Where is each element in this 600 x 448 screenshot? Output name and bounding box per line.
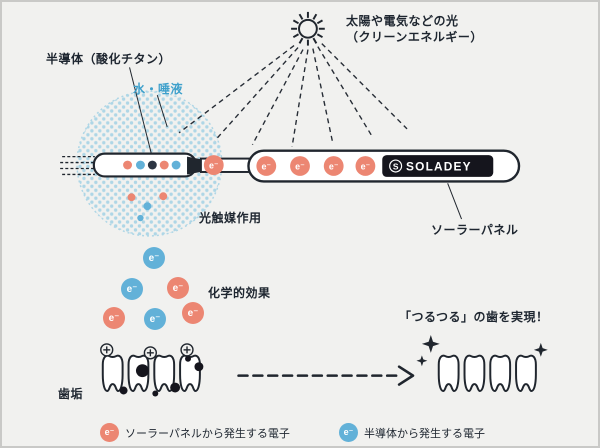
ray-line — [317, 46, 373, 138]
brush-bristles — [60, 155, 95, 176]
legend-solar-electron-icon: e⁻ — [100, 423, 119, 442]
plaque-dot — [170, 382, 181, 393]
transform-arrow — [237, 365, 415, 386]
tooth — [489, 354, 512, 392]
result-label: 「つるつる」の歯を実現！ — [399, 310, 549, 324]
electron-circle — [323, 156, 344, 176]
tooth — [101, 354, 124, 392]
electron-label: e⁻ — [361, 161, 371, 171]
tooth — [515, 354, 537, 392]
particle-dot — [159, 160, 169, 170]
sun-icon — [291, 11, 325, 46]
handle-electrons: e⁻ e⁻ e⁻ e⁻ — [256, 156, 376, 176]
tooth — [437, 354, 460, 392]
sparkles — [416, 335, 548, 367]
electron-circle — [290, 156, 310, 176]
neck-electron: e⁻ — [203, 155, 224, 175]
electron-solar: e⁻ — [182, 302, 204, 324]
arrow-head — [397, 365, 415, 386]
sun-rays — [178, 43, 408, 147]
toothbrush: e⁻ e⁻ e⁻ e⁻ e⁻ S SOLADEY — [60, 149, 521, 183]
plaque-dot — [119, 386, 128, 395]
light-source-label-line2: （クリーンエネルギー） — [346, 30, 483, 44]
sparkle-icon — [416, 355, 428, 367]
brand-logo-circle — [389, 159, 403, 173]
light-source-label-line1: 太陽や電気などの光 — [346, 14, 459, 28]
particle-dot — [127, 193, 136, 202]
electron-label: e⁻ — [209, 161, 219, 171]
electron-semiconductor: e⁻ — [143, 247, 165, 269]
tooth — [463, 354, 486, 392]
electron-label: e⁻ — [329, 161, 339, 171]
brush-head-particles — [123, 160, 181, 170]
ray-line — [178, 45, 295, 134]
brand-logo-initial: S — [393, 161, 399, 171]
particle-dot — [171, 160, 181, 170]
sparkle-icon — [421, 335, 440, 353]
plaque-label: 歯垢 — [58, 387, 84, 401]
electron-circle — [203, 155, 224, 175]
brush-neck-joint — [187, 156, 203, 175]
ray-line — [321, 43, 408, 130]
plus-charge-icon — [180, 343, 194, 357]
electron-solar: e⁻ — [167, 277, 189, 299]
particle-dot — [147, 160, 157, 170]
electron-circle — [256, 156, 277, 176]
chemical-effect-label: 化学的効果 — [208, 286, 271, 300]
clean-teeth — [437, 354, 537, 392]
brand-name: SOLADEY — [406, 159, 472, 173]
plus-charge-icon — [143, 346, 157, 360]
particle-dot — [135, 160, 145, 170]
particle-dot — [159, 192, 168, 201]
electron-circle — [355, 156, 376, 176]
electron-solar: e⁻ — [103, 307, 125, 329]
water-saliva-label: 水・唾液 — [133, 82, 184, 96]
legend-semiconductor-label: 半導体から発生する電子 — [364, 427, 485, 440]
solar-panel-plate — [382, 155, 494, 177]
legend-item-solar: e⁻ ソーラーパネルから発生する電子 — [100, 423, 290, 442]
particle-dot — [143, 202, 152, 211]
ray-line — [291, 49, 309, 147]
semiconductor-label: 半導体（酸化チタン） — [46, 52, 172, 66]
sparkle-icon — [533, 342, 548, 357]
electron-semiconductor: e⁻ — [121, 278, 143, 300]
particle-dot — [137, 214, 144, 222]
solar-panel-label: ソーラーパネル — [431, 223, 519, 237]
solar-panel-badge: S SOLADEY — [382, 155, 494, 177]
electron-label: e⁻ — [295, 161, 305, 171]
plus-charges — [100, 343, 194, 360]
legend-item-semiconductor: e⁻ 半導体から発生する電子 — [339, 423, 485, 442]
ray-line — [214, 47, 299, 142]
legend-solar-label: ソーラーパネルから発生する電子 — [125, 427, 290, 440]
legend-semiconductor-electron-icon: e⁻ — [339, 423, 358, 442]
semiconductor-pointer-line — [129, 67, 152, 154]
solar-panel-pointer-line — [447, 183, 463, 220]
plaque-dot — [185, 355, 191, 362]
falling-particles — [127, 192, 168, 222]
particle-dot — [123, 160, 133, 170]
photocatalysis-label: 光触媒作用 — [199, 211, 262, 225]
electron-semiconductor: e⁻ — [144, 308, 166, 330]
ray-line — [312, 48, 334, 143]
plus-charge-icon — [100, 343, 114, 357]
plaque-dot — [135, 364, 149, 378]
electron-label: e⁻ — [261, 161, 271, 171]
plaque-dot — [194, 362, 204, 372]
water-pointer-line — [156, 95, 168, 128]
ray-line — [251, 49, 304, 146]
plaque-dot — [152, 390, 159, 397]
dirty-teeth — [100, 343, 204, 397]
